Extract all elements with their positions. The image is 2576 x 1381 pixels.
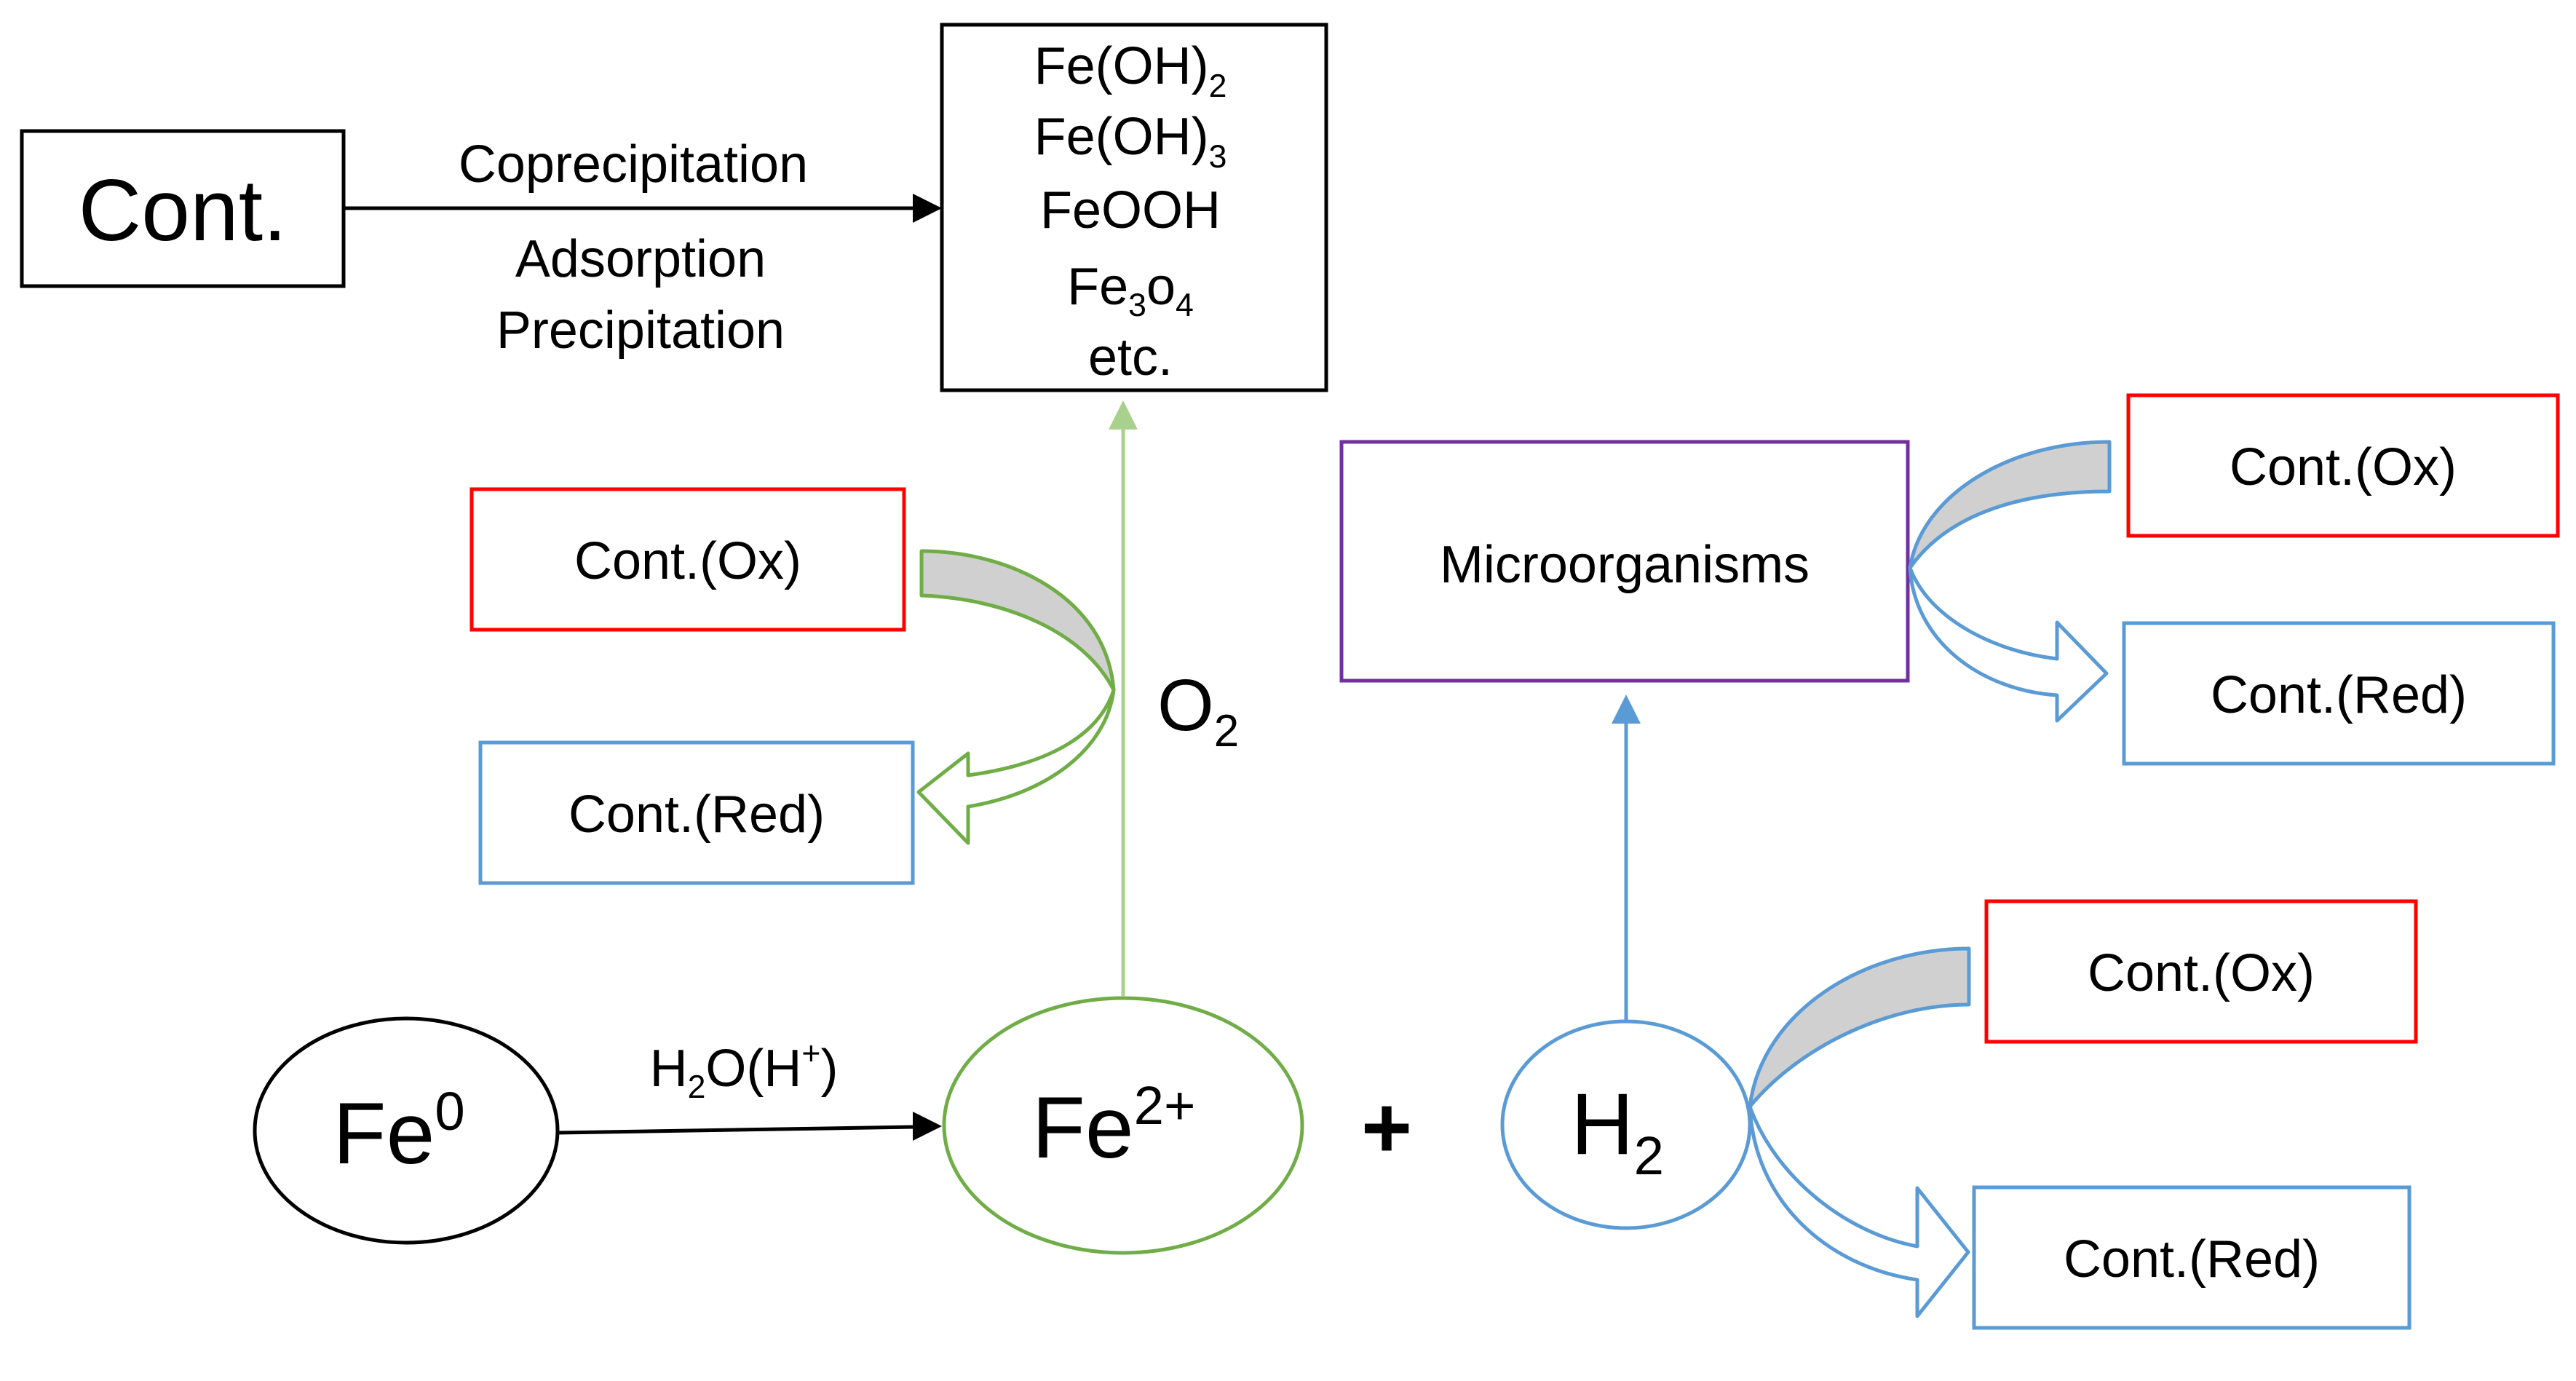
- iron-products-box: [940, 23, 1328, 392]
- top-right-ox-label: Cont.(Ox): [2230, 438, 2457, 496]
- left-red-box: [478, 740, 915, 885]
- coprecipitation-label: Coprecipitation: [459, 135, 808, 194]
- product-feoh2: Fe(OH)2: [1034, 37, 1227, 104]
- left-red-label: Cont.(Red): [568, 786, 825, 844]
- microorganisms-box: [1339, 440, 1910, 683]
- bottom-right-ox-box: [1984, 899, 2418, 1044]
- left-reduction-curved-arrow: [916, 549, 1116, 845]
- oxidation-arrow: [1109, 400, 1138, 996]
- contaminant-box: [20, 129, 346, 288]
- h2-label: H2: [1571, 1075, 1664, 1186]
- iron-products-node: Fe(OH)2 Fe(OH)3 FeOOH Fe3o4 etc.: [940, 23, 1328, 392]
- bottom-right-reduction-curved-arrow: [1748, 946, 1971, 1318]
- product-feooh: FeOOH: [1040, 181, 1221, 240]
- product-etc: etc.: [1088, 328, 1173, 387]
- contaminant-label: Cont.: [79, 162, 288, 259]
- precipitation-label: Precipitation: [496, 301, 785, 360]
- corrosion-arrow: [557, 1112, 942, 1141]
- top-right-red-box: [2122, 621, 2556, 766]
- water-proton-label: H2O(H+): [650, 1036, 839, 1105]
- top-right-reduction-curved-arrow: [1908, 440, 2112, 723]
- fe0-label: Fe0: [333, 1081, 464, 1182]
- left-curved-band: [919, 549, 1116, 692]
- top-right-curved-arrowhead: [1908, 566, 2109, 723]
- adsorption-label: Adsorption: [515, 230, 766, 288]
- contaminant-node: Cont.: [20, 129, 346, 288]
- fe2-ellipse: [942, 996, 1304, 1255]
- left-ox-label: Cont.(Ox): [574, 532, 801, 590]
- h2-to-microorganisms-arrow: [1612, 695, 1641, 1021]
- top-right-ox-box: [2126, 393, 2560, 538]
- fe2-node: Fe2+: [942, 996, 1304, 1255]
- left-ox-box: [469, 487, 906, 632]
- top-right-curved-band: [1908, 440, 2112, 570]
- bottom-right-curved-arrowhead: [1748, 1104, 1970, 1318]
- left-curved-arrowhead: [916, 688, 1116, 845]
- oxygen-label: O2: [1157, 665, 1239, 756]
- h2-node: H2: [1500, 1019, 1752, 1230]
- product-fe3o4: Fe3o4: [1067, 258, 1194, 323]
- plus-sign: +: [1361, 1079, 1412, 1176]
- coprecipitation-arrow: [344, 194, 942, 223]
- bottom-right-ox-label: Cont.(Ox): [2088, 944, 2315, 1002]
- bottom-right-red-label: Cont.(Red): [2064, 1230, 2320, 1289]
- microorganisms-label: Microorganisms: [1440, 536, 1810, 594]
- fe0-node: Fe0: [253, 1016, 560, 1245]
- top-right-red-label: Cont.(Red): [2211, 666, 2467, 724]
- bottom-right-red-box: [1972, 1185, 2411, 1330]
- fe2-label: Fe2+: [1032, 1075, 1196, 1176]
- bottom-right-curved-band: [1748, 946, 1971, 1109]
- fe0-ellipse: [253, 1016, 560, 1245]
- product-feoh3: Fe(OH)3: [1034, 108, 1227, 175]
